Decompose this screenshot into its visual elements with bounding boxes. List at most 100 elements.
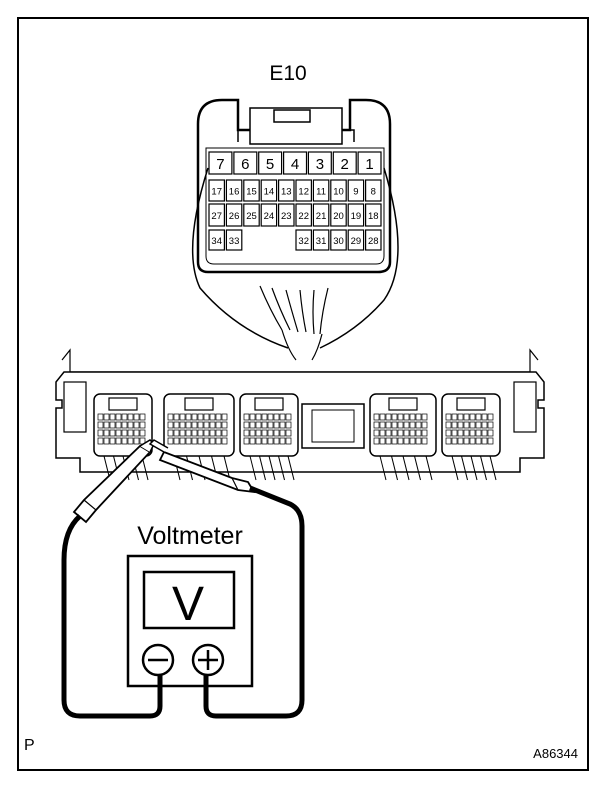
- ecu-pin: [109, 429, 116, 437]
- ecu-pin: [391, 421, 398, 429]
- ecu-wire: [278, 455, 285, 481]
- pin-cell: [295, 229, 312, 251]
- pin-number: 9: [353, 187, 358, 198]
- ecu-pin: [445, 421, 452, 429]
- ecu-pin: [385, 413, 392, 421]
- ecu-pin: [421, 437, 428, 445]
- ecu-pin: [469, 429, 476, 437]
- ecu-pin: [215, 413, 222, 421]
- ecu-pin: [379, 437, 386, 445]
- pin-number: 31: [316, 236, 327, 247]
- ecu-pin: [403, 437, 410, 445]
- pin-number: 5: [266, 156, 274, 173]
- ecu-pin: [267, 421, 274, 429]
- connector-housing: [196, 98, 392, 274]
- ecu-pin: [249, 429, 256, 437]
- pin-cell: [330, 229, 347, 251]
- magnify-leader-left: [191, 167, 289, 349]
- ecu-pin: [115, 437, 122, 445]
- ecu-pin: [457, 437, 464, 445]
- ecu-pin: [391, 413, 398, 421]
- pin-cell: [243, 179, 260, 202]
- ecu-pin: [415, 421, 422, 429]
- ecu-pin: [121, 437, 128, 445]
- pin-cell: [243, 203, 260, 227]
- ecu-pin: [97, 429, 104, 437]
- ecu-pin: [475, 421, 482, 429]
- pin-number: 24: [264, 211, 275, 222]
- ecu-pin: [209, 437, 216, 445]
- ecu-bracket-left: [63, 381, 87, 433]
- pin-cell: [283, 151, 308, 175]
- ecu-pin: [261, 421, 268, 429]
- ecu-pin: [249, 413, 256, 421]
- ecu-connector-latch: [388, 397, 418, 411]
- ecu-pin: [273, 437, 280, 445]
- pin-number: 27: [211, 211, 222, 222]
- ecu-pin: [457, 413, 464, 421]
- pin-cell: [278, 203, 295, 227]
- pin-cell: [357, 151, 382, 175]
- pin-cell: [332, 151, 357, 175]
- ecu-pin: [267, 413, 274, 421]
- ecu-pin: [179, 413, 186, 421]
- ecu-pin: [127, 421, 134, 429]
- ecu-pin: [475, 429, 482, 437]
- pin-number: 17: [211, 187, 222, 198]
- ecu-pin: [103, 413, 110, 421]
- pin-number: 29: [351, 236, 362, 247]
- pin-cell: [330, 179, 347, 202]
- ecu-pin: [261, 437, 268, 445]
- ecu-pin: [215, 429, 222, 437]
- ecu-wire: [287, 455, 295, 481]
- ecu-pin: [385, 429, 392, 437]
- ecu-pin: [487, 421, 494, 429]
- ecu-pin: [197, 413, 204, 421]
- pin-number: 1: [365, 156, 373, 173]
- pin-number: 11: [316, 187, 326, 198]
- ecu-pin: [167, 421, 174, 429]
- ecu-pin: [255, 437, 262, 445]
- ecu-pin: [255, 413, 262, 421]
- ecu-pin: [451, 413, 458, 421]
- ecu-pin: [267, 429, 274, 437]
- ecu-pin: [97, 421, 104, 429]
- pin-cell: [365, 179, 382, 202]
- ecu-pin: [167, 429, 174, 437]
- ecu-pin: [373, 437, 380, 445]
- ecu-pin: [457, 429, 464, 437]
- ecu-pin: [221, 429, 228, 437]
- ecu-pin: [185, 421, 192, 429]
- pin-cell: [225, 229, 243, 251]
- ecu-pin: [185, 429, 192, 437]
- pin-number: 3: [316, 156, 324, 173]
- pin-number: 7: [216, 156, 224, 173]
- ecu-pin: [115, 429, 122, 437]
- pin-cell: [208, 179, 225, 202]
- pin-cell: [307, 151, 332, 175]
- ecu-pin: [115, 421, 122, 429]
- ecu-pin: [373, 421, 380, 429]
- pin-cell: [278, 179, 295, 202]
- ecu-pin: [191, 429, 198, 437]
- pin-cell: [225, 179, 243, 202]
- ecu-pin: [463, 437, 470, 445]
- ecu-pin: [469, 421, 476, 429]
- ecu-connector: [441, 393, 501, 481]
- negative-test-lead: [61, 514, 163, 719]
- pin-cell: [347, 179, 365, 202]
- ecu-pin: [421, 421, 428, 429]
- ecu-pin: [273, 421, 280, 429]
- figure-id: A86344: [533, 746, 578, 761]
- ecu-pin: [203, 421, 210, 429]
- pin-number: 13: [281, 187, 292, 198]
- ecu-connector: [239, 393, 299, 481]
- ecu-wire: [259, 455, 266, 481]
- ecu-pin: [243, 421, 250, 429]
- ecu-pin: [121, 421, 128, 429]
- pin-cell: [312, 179, 330, 202]
- pin-cell: [312, 203, 330, 227]
- ecu-pin: [451, 421, 458, 429]
